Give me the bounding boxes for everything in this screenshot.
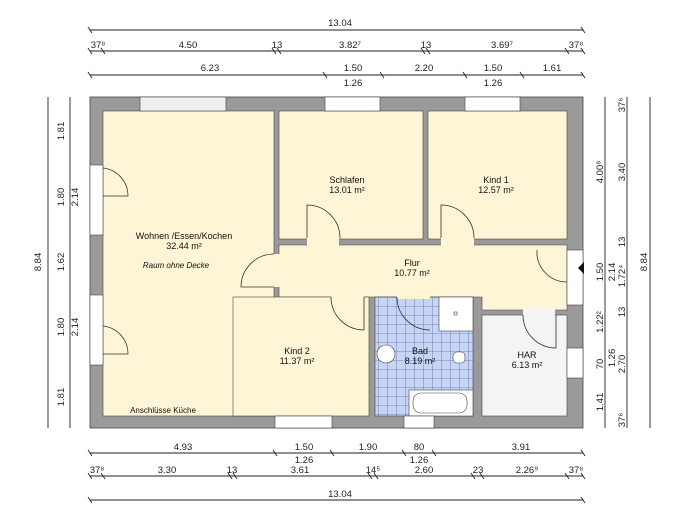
toilet-icon — [452, 351, 466, 364]
dim-label: 37⁸ — [569, 465, 584, 476]
dim-label: 1.61 — [543, 63, 562, 74]
dim-label: 2.14 — [607, 263, 618, 282]
top-dimensions: 13.04 37⁸ 4.50 13 3.82⁷ 13 3.69⁷ 37⁸ 6.2… — [87, 18, 586, 89]
left-dimensions: 8.84 1.81 1.80 1.62 1.80 1.81 2.14 2.14 — [33, 97, 81, 428]
right-dimensions: 4.00⁸ 1.50 1.22² 70 1.41 2.14 1.26 37⁶ 3… — [595, 97, 651, 428]
dim-label: 3.69⁷ — [491, 40, 513, 51]
dim-label: 1.50 — [295, 442, 314, 453]
dim-label: 1.62 — [56, 253, 67, 272]
dim-label: 13 — [617, 307, 628, 318]
dim-label: 1.80 — [56, 318, 67, 337]
dim-left-total: 8.84 — [33, 253, 44, 272]
room-area: 8.19 m² — [405, 356, 436, 366]
dim-label: 1.81 — [56, 388, 67, 407]
dim-label: 2.70 — [617, 355, 628, 374]
dim-label: 1.50 — [595, 263, 606, 282]
dim-label: 13 — [272, 40, 283, 51]
dim-label: 1.81 — [56, 122, 67, 141]
dim-label: 3.91 — [512, 442, 531, 453]
room-schlafen — [278, 110, 424, 240]
room-kind2 — [232, 296, 370, 417]
room-name: Bad — [412, 346, 428, 356]
dim-label: 1.22² — [595, 311, 606, 333]
dim-label: 6.23 — [201, 63, 220, 74]
dim-label: 1.80 — [56, 188, 67, 207]
dim-label: 1.50 — [484, 63, 503, 74]
dim-label: 37⁶ — [617, 413, 628, 428]
dim-label: 13 — [617, 237, 628, 248]
dim-label: 37⁸ — [90, 465, 105, 476]
dim-label: 2.26⁹ — [516, 465, 539, 476]
dim-label: 1.50 — [344, 63, 363, 74]
room-area: 6.13 m² — [512, 360, 543, 370]
dim-label: 1.72⁴ — [617, 265, 628, 288]
windows — [89, 96, 584, 429]
dim-bottom-total: 13.04 — [328, 489, 352, 500]
bottom-dimensions: 4.93 1.50 1.90 80 3.91 1.26 1.26 37⁸ 3.3… — [87, 442, 586, 504]
dim-label: 3.61 — [291, 465, 310, 476]
room-name: Schlafen — [329, 175, 364, 185]
shower-icon — [438, 296, 474, 332]
dim-label: 23 — [473, 465, 484, 476]
dim-label: 2.14 — [70, 318, 81, 337]
dim-label: 2.20 — [415, 63, 434, 74]
dim-label: 1.26 — [410, 455, 429, 466]
dim-label: 13 — [421, 40, 432, 51]
dim-label: 1.26 — [295, 455, 314, 466]
sink-icon — [376, 344, 396, 364]
room-area: 13.01 m² — [329, 185, 365, 195]
dim-label: 3.82⁷ — [339, 40, 361, 51]
dim-label: 1.26 — [607, 349, 618, 368]
room-name: Kind 2 — [284, 346, 310, 356]
room-name: Wohnen /Essen/Kochen — [136, 231, 232, 241]
room-har — [481, 314, 568, 417]
doors — [102, 167, 584, 355]
dim-label: 80 — [414, 442, 425, 453]
dim-label: 3.40 — [617, 163, 628, 182]
dim-label: 37⁸ — [91, 40, 106, 51]
dim-label: 1.26 — [484, 78, 503, 89]
room-note: Raum ohne Decke — [143, 261, 210, 270]
dim-label: 37⁸ — [569, 40, 584, 51]
entrance-arrow-icon — [578, 262, 584, 274]
room-area: 32.44 m² — [166, 241, 202, 251]
dim-label: 70 — [595, 359, 606, 370]
kitchen-annotation: Anschlüsse Küche — [130, 406, 196, 415]
dim-label: 2.60 — [415, 465, 434, 476]
room-name: HAR — [517, 350, 537, 360]
dim-label: 1.41 — [595, 393, 606, 412]
dim-label: 1.90 — [359, 442, 378, 453]
dim-right-total: 8.84 — [639, 253, 650, 272]
dim-label: 4.00⁸ — [595, 161, 606, 184]
room-name: Kind 1 — [483, 175, 509, 185]
dim-label: 3.30 — [158, 465, 177, 476]
dim-label: 37⁶ — [617, 98, 628, 113]
dim-label: 4.50 — [179, 40, 198, 51]
dim-top-total: 13.04 — [328, 18, 352, 29]
dim-label: 13 — [227, 465, 238, 476]
dim-label: 1.26 — [344, 78, 363, 89]
dim-label: 14⁵ — [366, 465, 381, 476]
room-area: 11.37 m² — [280, 356, 315, 366]
room-name: Flur — [404, 258, 420, 268]
room-kind1 — [427, 110, 568, 240]
dim-label: 4.93 — [174, 442, 193, 453]
dim-label: 2.14 — [70, 188, 81, 207]
room-area: 10.77 m² — [394, 268, 430, 278]
room-area: 12.57 m² — [478, 185, 514, 195]
